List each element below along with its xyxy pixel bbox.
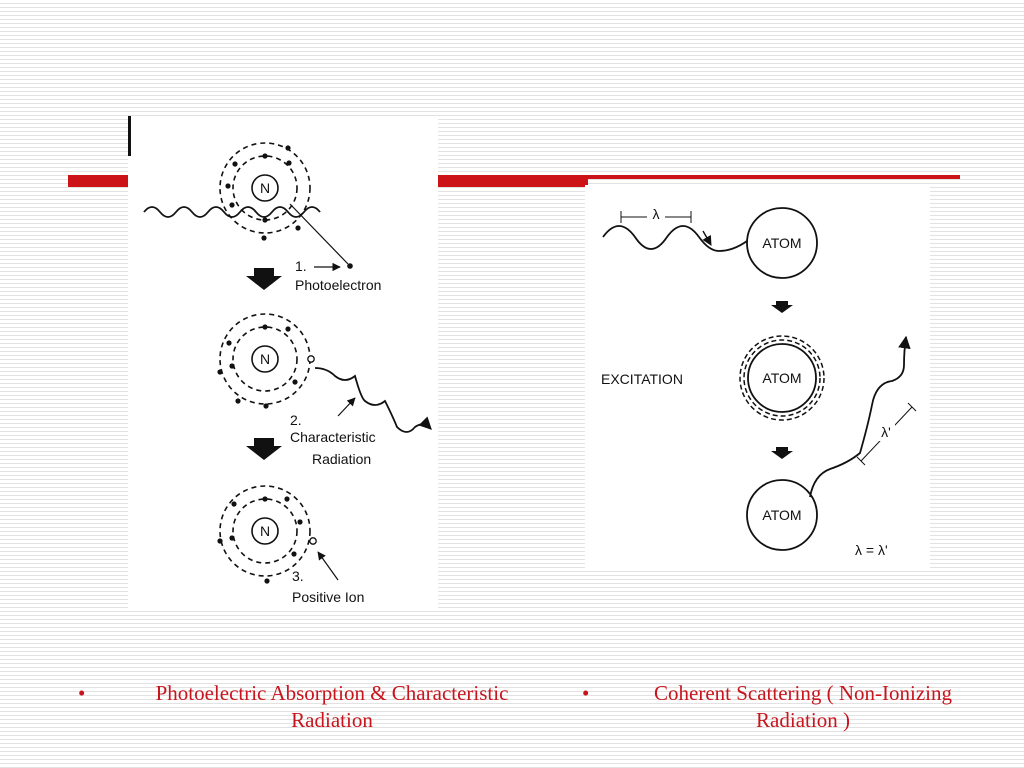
step-3-label: Positive Ion: [292, 589, 364, 605]
step-3-number: 3.: [292, 568, 304, 584]
scattered-wave: [809, 335, 911, 498]
nucleus-1: [251, 174, 279, 202]
scattered-wavelength-label: λ': [881, 424, 891, 440]
red-accent-bar-left: [68, 175, 130, 187]
atom-circle-1: [746, 207, 818, 279]
step-1-label: Photoelectron: [295, 277, 381, 293]
atom-circle-2: [747, 343, 817, 413]
step-2-number: 2.: [290, 412, 302, 428]
nucleus-3: [251, 517, 279, 545]
nucleus-label-2: N: [260, 351, 270, 367]
atom-stage-3: N: [217, 485, 317, 584]
photoelectric-diagram: N 1. Photoelectron N: [128, 116, 438, 608]
nucleus-label-1: N: [260, 180, 270, 196]
caption-left: • Photoelectric Absorption & Characteris…: [78, 680, 550, 734]
nucleus-2: [251, 345, 279, 373]
atom-stage-2: N: [217, 313, 315, 409]
excitation-label: EXCITATION: [601, 371, 683, 387]
bullet-icon: •: [582, 681, 590, 705]
step-1-number: 1.: [295, 258, 307, 274]
incident-photon-wave: [143, 206, 321, 218]
caption-left-text: Photoelectric Absorption & Characteristi…: [155, 681, 509, 732]
atom-label-3: ATOM: [762, 507, 801, 523]
atom-label-2: ATOM: [762, 370, 801, 386]
atom-label-1: ATOM: [762, 235, 801, 251]
down-arrow-icon: [246, 438, 282, 460]
photoelectron-path: [289, 203, 349, 265]
red-accent-bar-middle: [438, 175, 588, 187]
down-arrow-icon: [771, 301, 793, 313]
atom-stage-1: N: [219, 142, 311, 241]
step-2-label-line2: Radiation: [312, 451, 371, 467]
photoelectric-diagram-svg: N 1. Photoelectron N: [128, 116, 432, 605]
bullet-icon: •: [78, 681, 86, 705]
down-arrow-icon: [246, 268, 282, 290]
wavelength-equation: λ = λ': [855, 542, 888, 558]
incident-wave: [602, 225, 764, 252]
vacancy-circle: [309, 537, 317, 545]
photoelectron: [347, 263, 353, 269]
red-accent-bar-right: [588, 175, 960, 179]
wavelength-label: λ: [653, 206, 660, 222]
coherent-scattering-diagram: λ ATOM ATOM EXCITATION ATOM λ' λ = λ': [585, 185, 930, 570]
coherent-scattering-diagram-svg: λ ATOM ATOM EXCITATION ATOM λ' λ = λ': [601, 206, 917, 558]
caption-right: • Coherent Scattering ( Non-Ionizing Rad…: [582, 680, 988, 734]
down-arrow-icon: [771, 447, 793, 459]
characteristic-radiation-wave: [314, 367, 432, 433]
step-2-label-line1: Characteristic: [290, 429, 376, 445]
atom-circle-3: [746, 479, 818, 551]
caption-right-text: Coherent Scattering ( Non-Ionizing Radia…: [654, 681, 952, 732]
vacancy-circle: [307, 355, 315, 363]
nucleus-label-3: N: [260, 523, 270, 539]
